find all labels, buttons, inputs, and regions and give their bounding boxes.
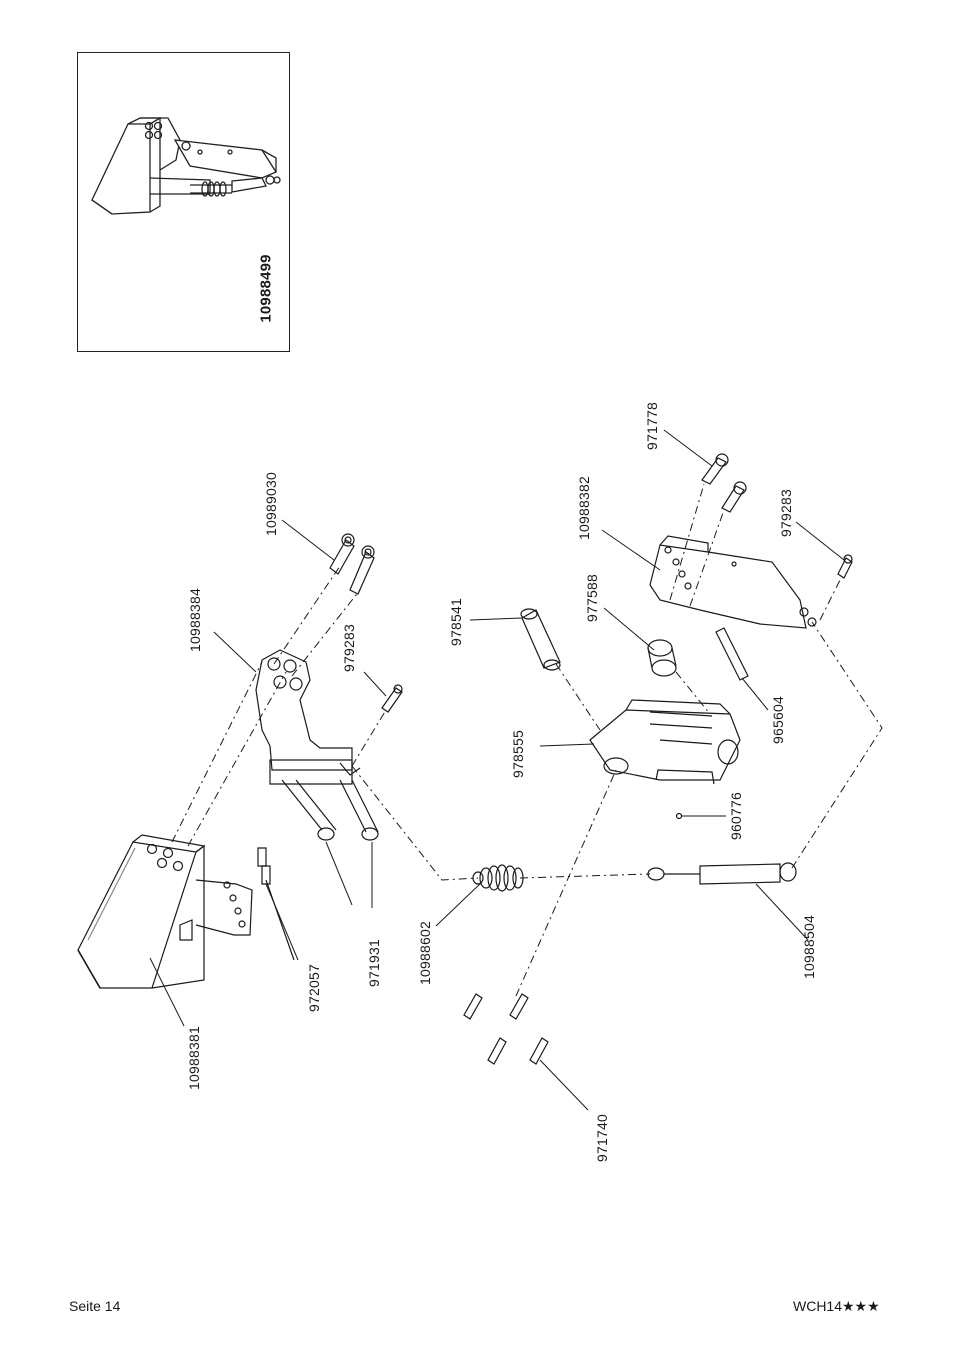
bushing-977588-part xyxy=(647,639,677,677)
leader-lines xyxy=(149,429,845,1111)
callout-10988602: 10988602 xyxy=(416,921,433,985)
page-number: Seite 14 xyxy=(69,1298,121,1314)
actuator-10988504-part xyxy=(647,862,797,885)
callout-965604: 965604 xyxy=(769,696,786,744)
bellows-10988602-part xyxy=(472,864,524,892)
callout-10988504: 10988504 xyxy=(800,915,817,979)
callout-10989030: 10989030 xyxy=(262,472,279,536)
callout-978555: 978555 xyxy=(509,730,526,778)
callout-972057: 972057 xyxy=(305,964,322,1012)
pin-978541-part xyxy=(520,608,561,671)
bolt-971740-part xyxy=(463,993,549,1065)
screw-979283-upper-part xyxy=(381,684,403,713)
callout-978541: 978541 xyxy=(447,598,464,646)
callout-960776: 960776 xyxy=(727,792,744,840)
grease-nipple-960776-part xyxy=(675,812,683,820)
callout-971778: 971778 xyxy=(643,402,660,450)
callout-10988384: 10988384 xyxy=(186,588,203,652)
pin-972057-part xyxy=(257,847,295,961)
callout-971740: 971740 xyxy=(593,1114,610,1162)
assembly-lines xyxy=(171,483,883,997)
key-965604-part xyxy=(715,627,749,681)
screw-979283-lower-part xyxy=(837,554,853,579)
callout-10988381: 10988381 xyxy=(185,1026,202,1090)
callout-977588: 977588 xyxy=(583,574,600,622)
bolt-10989030-part xyxy=(329,533,375,595)
callout-979283-upper: 979283 xyxy=(340,624,357,672)
block-978555-part xyxy=(589,699,741,785)
motor-housing-part xyxy=(77,834,253,989)
assembly-inset-frame xyxy=(77,52,290,352)
model-code: WCH14★★★ xyxy=(793,1298,880,1314)
callout-971931: 971931 xyxy=(365,939,382,987)
plate-10988382-part xyxy=(649,535,817,629)
callout-979283-lower: 979283 xyxy=(777,489,794,537)
callout-10988382: 10988382 xyxy=(575,476,592,540)
bracket-10988384-part xyxy=(255,649,379,841)
bolt-971778-part xyxy=(701,453,747,513)
